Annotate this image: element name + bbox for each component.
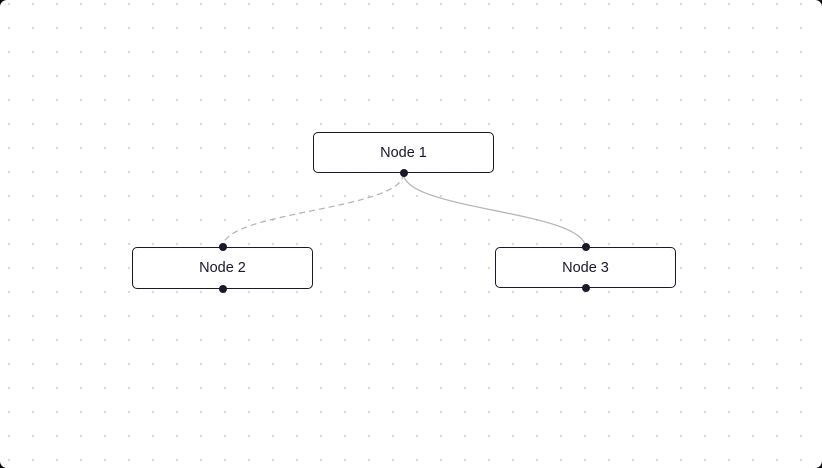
node-3[interactable]: Node 3 [495, 243, 676, 292]
handle-target-top[interactable] [581, 243, 590, 252]
node-1[interactable]: Node 1 [313, 132, 494, 177]
edge-1-2-dashed[interactable] [221, 173, 405, 248]
node-label: Node 1 [380, 144, 427, 161]
node-label: Node 3 [562, 259, 609, 276]
node-label: Node 2 [199, 260, 246, 276]
handle-source-bottom[interactable] [399, 168, 408, 177]
node-2[interactable]: Node 2 [132, 243, 313, 293]
edge-1-3[interactable] [402, 173, 587, 248]
handle-source-bottom[interactable] [581, 283, 590, 292]
handle-source-bottom[interactable] [218, 284, 227, 293]
handle-target-top[interactable] [218, 243, 227, 252]
